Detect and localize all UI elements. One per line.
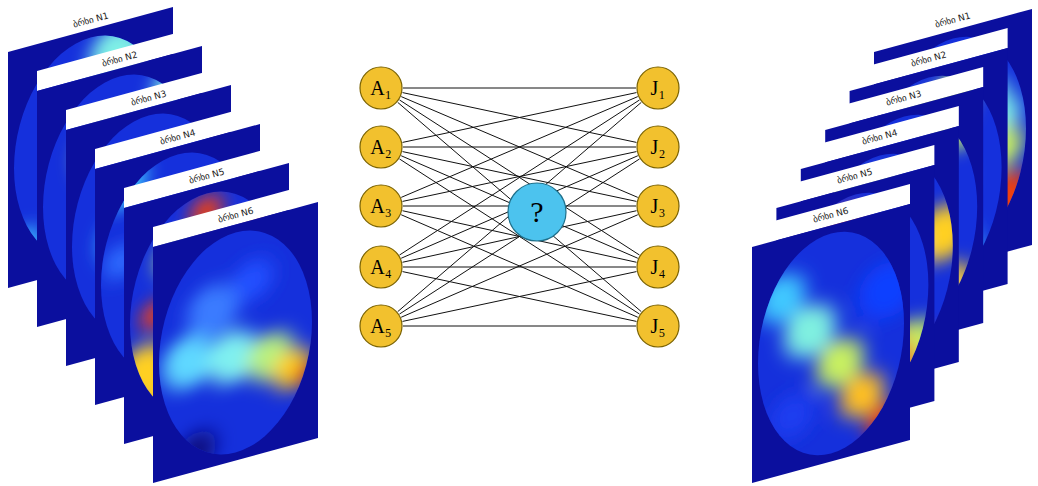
heat-blob xyxy=(866,399,898,440)
input-node: A₄ xyxy=(359,245,403,289)
node-label: J₁ xyxy=(651,78,666,98)
node-label: ? xyxy=(530,197,543,227)
node-label: A₂ xyxy=(370,137,391,157)
node-label: A₁ xyxy=(370,78,391,98)
output-node: J₂ xyxy=(636,125,680,169)
heat-blob xyxy=(294,360,316,388)
node-label: J₄ xyxy=(651,257,666,277)
output-node: J₃ xyxy=(636,184,680,228)
connector-line xyxy=(398,102,642,311)
heatmap-panel xyxy=(153,182,318,483)
connector-line xyxy=(403,267,636,268)
heat-blob xyxy=(3,223,43,273)
input-node: A₁ xyxy=(359,66,403,110)
connector-line xyxy=(401,156,638,259)
heat-blob xyxy=(180,427,216,473)
node-label: A₅ xyxy=(370,316,391,336)
connector-line xyxy=(399,100,639,255)
connector-line xyxy=(403,93,637,143)
connector-line xyxy=(401,97,638,198)
node-label: A₃ xyxy=(370,196,391,216)
heatmap-disc xyxy=(752,203,915,483)
panel-ground xyxy=(153,202,318,483)
connector-line xyxy=(398,102,642,311)
connector-line xyxy=(399,159,639,314)
node-outline xyxy=(637,305,679,347)
node-label: J₅ xyxy=(651,316,666,336)
input-node: A₂ xyxy=(359,125,403,169)
heat-blob xyxy=(233,254,273,305)
node-label: A₄ xyxy=(370,257,391,277)
connector-line xyxy=(403,326,636,327)
heat-blob xyxy=(273,343,313,394)
output-node: J₄ xyxy=(636,245,680,289)
connector-line xyxy=(403,272,637,322)
input-node: A₅ xyxy=(359,304,403,348)
node-outline xyxy=(637,185,679,227)
connector-line xyxy=(403,272,637,322)
connector-line xyxy=(403,93,637,143)
unknown-node: ? xyxy=(507,182,567,242)
heatmap-base xyxy=(153,202,318,483)
node-outline xyxy=(637,246,679,288)
node-outline xyxy=(637,67,679,109)
node-outline xyxy=(360,126,402,168)
connector-line xyxy=(399,100,639,255)
heatmap-base xyxy=(752,204,910,483)
panel-ground xyxy=(752,204,910,483)
node-outline xyxy=(508,183,566,241)
connector-line xyxy=(401,156,638,259)
connector-line xyxy=(399,159,639,314)
node-outline xyxy=(360,185,402,227)
node-label: J₃ xyxy=(651,196,666,216)
node-outline xyxy=(637,126,679,168)
input-node: A₃ xyxy=(359,184,403,228)
heatmap-disc xyxy=(153,202,318,483)
node-label: J₂ xyxy=(651,137,666,157)
connector-line xyxy=(401,97,638,198)
output-node: J₁ xyxy=(636,66,680,110)
output-node: J₅ xyxy=(636,304,680,348)
heat-blob xyxy=(162,329,214,395)
node-outline xyxy=(360,67,402,109)
heat-blob xyxy=(859,255,915,326)
connector-line xyxy=(403,88,636,89)
node-outline xyxy=(360,305,402,347)
heat-blob xyxy=(770,388,814,444)
node-outline xyxy=(360,246,402,288)
heatmap-panel xyxy=(752,183,915,483)
